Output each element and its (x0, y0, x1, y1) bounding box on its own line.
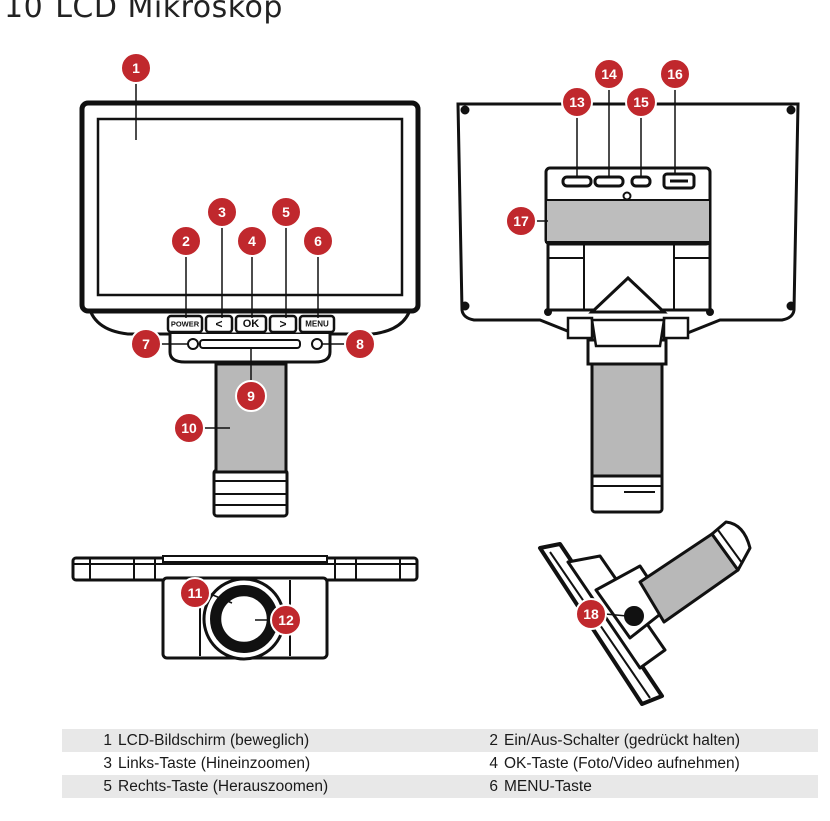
ok-button[interactable]: OK (234, 314, 268, 334)
front-slot (199, 339, 301, 349)
svg-text:4: 4 (248, 233, 256, 249)
angled-knob (624, 606, 644, 626)
legend-text: MENU-Taste (504, 775, 818, 798)
legend-table: 1 LCD-Bildschirm (beweglich) 2 Ein/Aus-S… (62, 729, 818, 821)
svg-text:3: 3 (218, 204, 226, 220)
badge-18: 18 (575, 598, 607, 630)
svg-text:POWER: POWER (171, 320, 200, 329)
right-button[interactable]: > (268, 314, 298, 334)
badge-10: 10 (173, 412, 205, 444)
front-led-left (187, 338, 199, 350)
badge-7: 7 (130, 328, 162, 360)
badge-4: 4 (236, 225, 268, 257)
lcd-screen (96, 117, 404, 297)
legend-text: Rechts-Taste (Herauszoomen) (118, 775, 478, 798)
legend-text: OK-Taste (Foto/Video aufnehmen) (504, 754, 740, 772)
left-button[interactable]: < (204, 314, 234, 334)
svg-text:10: 10 (181, 420, 197, 436)
badge-16: 16 (659, 58, 691, 90)
menu-button[interactable]: MENU (298, 314, 336, 334)
svg-text:14: 14 (601, 66, 617, 82)
legend-row: 1 LCD-Bildschirm (beweglich) 2 Ein/Aus-S… (62, 729, 818, 752)
badge-8: 8 (344, 328, 376, 360)
port-15 (630, 175, 652, 188)
legend-text (118, 798, 478, 821)
svg-text:16: 16 (667, 66, 683, 82)
badge-2: 2 (170, 225, 202, 257)
front-led-right (311, 338, 323, 350)
front-view: POWER < OK > MENU (79, 80, 421, 518)
svg-text:<: < (215, 317, 222, 331)
svg-text:7: 7 (142, 336, 150, 352)
badge-3: 3 (206, 196, 238, 228)
microscope-diagram: POWER < OK > MENU (71, 52, 800, 706)
badge-14: 14 (593, 58, 625, 90)
legend-number: 2 (478, 729, 504, 752)
badge-17: 17 (505, 205, 537, 237)
power-button[interactable]: POWER (166, 314, 204, 334)
svg-text:15: 15 (633, 94, 649, 110)
legend-row: 3 Links-Taste (Hineinzoomen) 4 OK-Taste … (62, 752, 818, 775)
svg-text:8: 8 (356, 336, 364, 352)
legend-text: Links-Taste (Hineinzoomen) (118, 754, 311, 772)
svg-text:18: 18 (583, 606, 599, 622)
legend-text (504, 798, 818, 821)
legend-number: 1 (62, 729, 118, 752)
svg-text:1: 1 (132, 60, 140, 76)
badge-1: 1 (120, 52, 152, 84)
svg-text:9: 9 (247, 388, 255, 404)
svg-text:13: 13 (569, 94, 585, 110)
angled-view (538, 520, 752, 706)
port-14 (593, 175, 625, 188)
legend-number: 4 (489, 754, 498, 772)
svg-text:>: > (279, 317, 286, 331)
section-number: 10 (4, 0, 44, 25)
page-title: 10 LCD Mikroskop (4, 0, 283, 25)
section-title: LCD Mikroskop (55, 0, 283, 25)
svg-text:MENU: MENU (305, 320, 329, 329)
svg-text:11: 11 (188, 585, 203, 601)
top-view (71, 555, 419, 661)
sensor-plate (545, 199, 711, 243)
svg-text:5: 5 (282, 204, 290, 220)
svg-text:6: 6 (314, 233, 322, 249)
legend-number (62, 798, 118, 821)
legend-number (478, 798, 504, 821)
badge-15: 15 (625, 86, 657, 118)
lens (218, 593, 270, 645)
legend-number: 6 (478, 775, 504, 798)
svg-text:17: 17 (513, 213, 529, 229)
legend-row: 5 Rechts-Taste (Herauszoomen) 6 MENU-Tas… (62, 775, 818, 798)
svg-text:OK: OK (243, 318, 260, 330)
badge-13: 13 (561, 86, 593, 118)
badge-6: 6 (302, 225, 334, 257)
legend-text: LCD-Bildschirm (beweglich) (118, 729, 478, 752)
badge-5: 5 (270, 196, 302, 228)
legend-row (62, 798, 818, 821)
back-view (456, 88, 800, 514)
svg-text:2: 2 (182, 233, 190, 249)
legend-number: 5 (62, 775, 118, 798)
badge-9: 9 (235, 380, 267, 412)
port-13 (561, 175, 593, 188)
svg-text:12: 12 (278, 612, 294, 628)
badge-12: 12 (270, 604, 302, 636)
back-grip (590, 360, 664, 478)
legend-text: Ein/Aus-Schalter (gedrückt halten) (504, 729, 818, 752)
badge-11: 11 (179, 577, 211, 609)
legend-number: 3 (103, 754, 112, 772)
